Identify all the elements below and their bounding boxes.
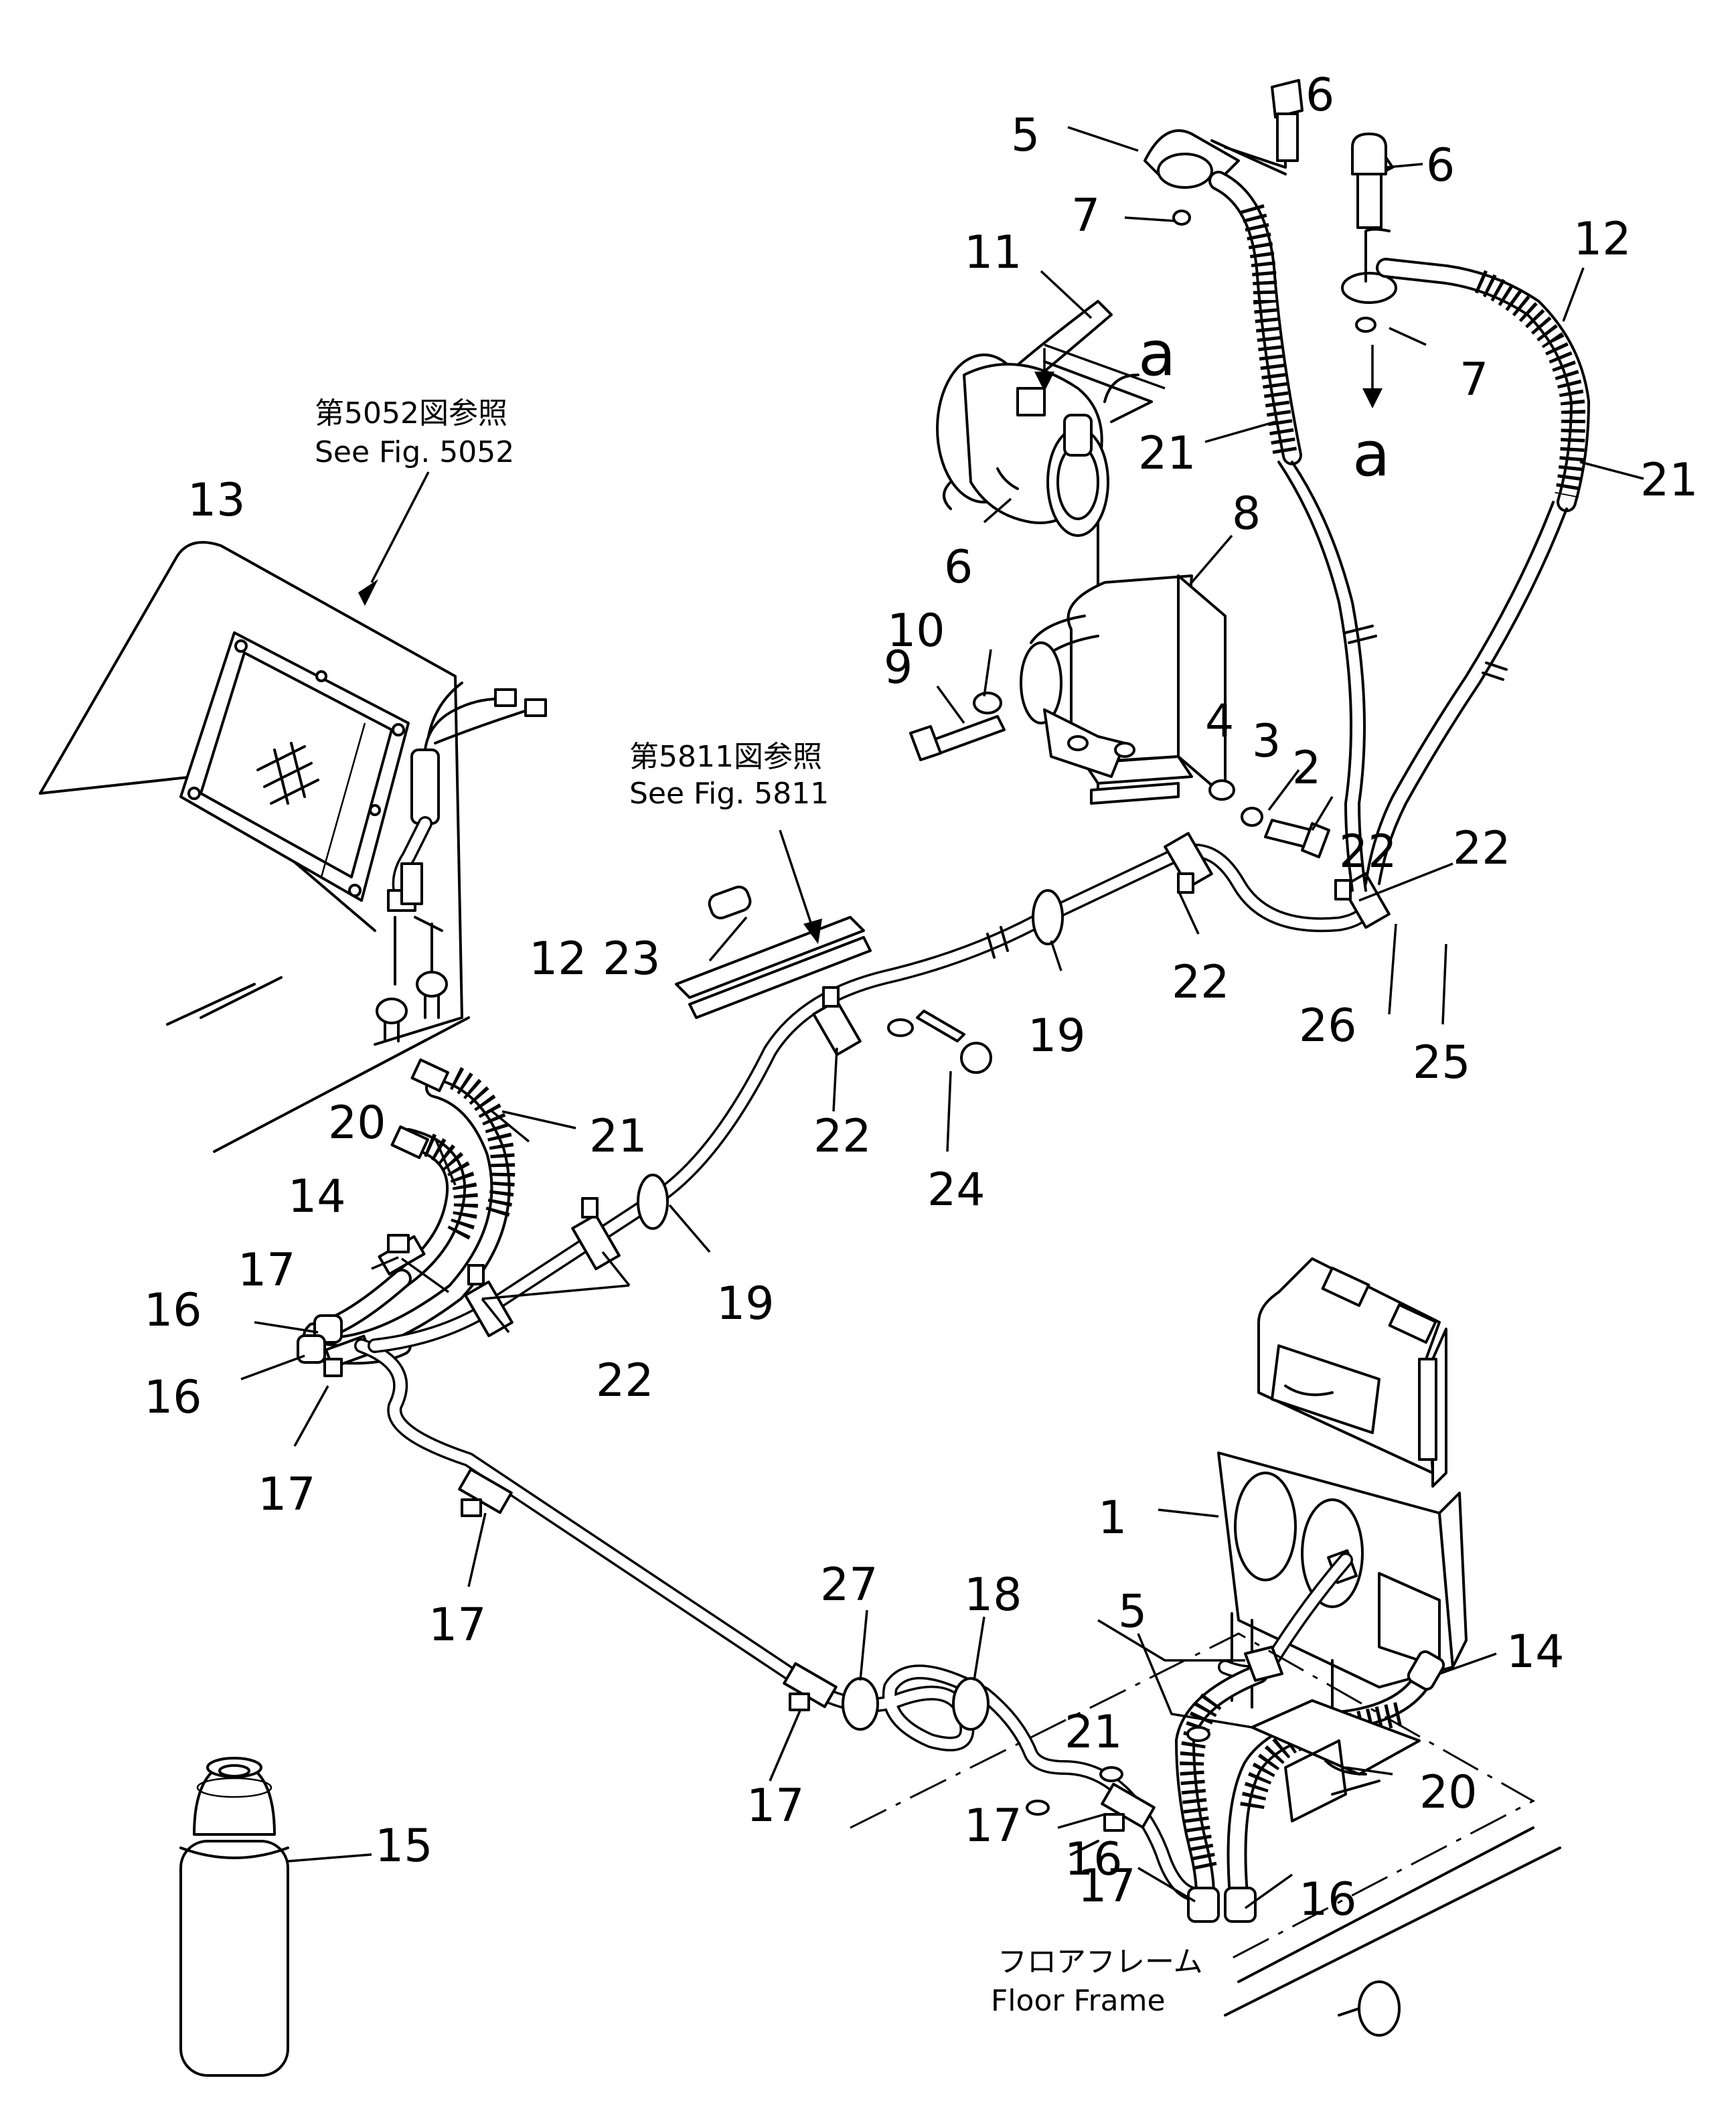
main-tube: [354, 1338, 1206, 1902]
callout-6-a: 6: [1306, 69, 1334, 122]
callout-2: 2: [1292, 742, 1321, 795]
callout-22-e: 22: [1339, 825, 1397, 878]
view-marks: a a: [1138, 318, 1390, 490]
callout-22-b: 22: [1172, 956, 1230, 1009]
callout-6-b: 6: [1426, 139, 1455, 192]
callout-21-d: 21: [1064, 1706, 1123, 1759]
callout-17-b: 17: [258, 1468, 316, 1521]
callout-8: 8: [1232, 487, 1261, 540]
callout-17-a: 17: [238, 1244, 296, 1297]
callout-15: 15: [375, 1820, 433, 1873]
upper-tube: [368, 832, 1391, 1353]
note-5811-en: See Fig. 5811: [629, 777, 829, 811]
callout-12-left: 12: [529, 933, 587, 986]
callout-11: 11: [964, 226, 1022, 279]
callout-7-a: 7: [1071, 189, 1100, 242]
callout-1: 1: [1098, 1492, 1127, 1545]
callout-19-bottom: 19: [716, 1277, 775, 1330]
reference-arrows: [358, 471, 822, 944]
callout-23: 23: [603, 933, 661, 986]
callout-16-d: 16: [1299, 1873, 1357, 1926]
callout-4: 4: [1205, 695, 1234, 748]
ac-unit: [850, 1257, 1561, 2037]
callout-17-f: 17: [1078, 1860, 1136, 1913]
callout-16-a: 16: [144, 1284, 202, 1337]
notes: 第5052図参照 See Fig. 5052 第5811図参照 See Fig.…: [315, 396, 1203, 2018]
callout-3: 3: [1252, 715, 1281, 768]
view-mark-a-1: a: [1138, 318, 1176, 390]
callout-16-c: 16: [1064, 1833, 1123, 1886]
bottle-15: [179, 1757, 289, 2077]
note-floor-jp: フロアフレーム: [998, 1945, 1203, 1979]
note-5052-jp: 第5052図参照: [315, 396, 507, 430]
callout-17-c: 17: [428, 1599, 487, 1652]
compressor: [909, 300, 1330, 858]
callout-19-top: 19: [1028, 1010, 1086, 1063]
callout-14-right: 14: [1506, 1626, 1565, 1678]
callouts: 1 2 3 4 5 5 6 6 6 7 7 8 9 10 11 12 12 13…: [144, 69, 1699, 1926]
callout-22-c: 22: [813, 1110, 872, 1163]
callout-24: 24: [927, 1164, 985, 1216]
callout-22-a: 22: [1453, 822, 1511, 875]
note-floor-en: Floor Frame: [991, 1984, 1166, 2018]
top-hoses: [1034, 79, 1591, 892]
callout-21-b: 21: [1640, 454, 1699, 507]
view-mark-a-2: a: [1352, 418, 1390, 490]
leader-lines: [240, 126, 1644, 1909]
callout-20-right: 20: [1419, 1766, 1478, 1819]
callout-9: 9: [884, 641, 913, 694]
callout-26: 26: [1299, 1000, 1357, 1052]
callout-25: 25: [1413, 1036, 1471, 1089]
callout-21-a: 21: [1138, 427, 1196, 480]
callout-14-left: 14: [288, 1170, 346, 1223]
note-5052-en: See Fig. 5052: [315, 435, 514, 469]
callout-17-d: 17: [746, 1780, 805, 1832]
callout-12-right: 12: [1573, 213, 1632, 266]
callout-21-c: 21: [589, 1110, 647, 1163]
callout-7-b: 7: [1459, 353, 1488, 406]
callout-10: 10: [887, 605, 945, 657]
callout-18: 18: [964, 1569, 1022, 1622]
callout-20-left: 20: [328, 1097, 386, 1150]
callout-13: 13: [187, 474, 246, 527]
callout-6-c: 6: [944, 541, 973, 594]
callout-27: 27: [820, 1559, 878, 1611]
callout-5-bottom: 5: [1118, 1585, 1147, 1638]
callout-17-e: 17: [964, 1800, 1022, 1853]
note-5811-jp: 第5811図参照: [629, 740, 822, 774]
callout-5-top: 5: [1011, 109, 1040, 162]
callout-16-b: 16: [144, 1371, 202, 1424]
cab-panel-13: [39, 541, 547, 1153]
callout-22-d: 22: [596, 1354, 654, 1407]
